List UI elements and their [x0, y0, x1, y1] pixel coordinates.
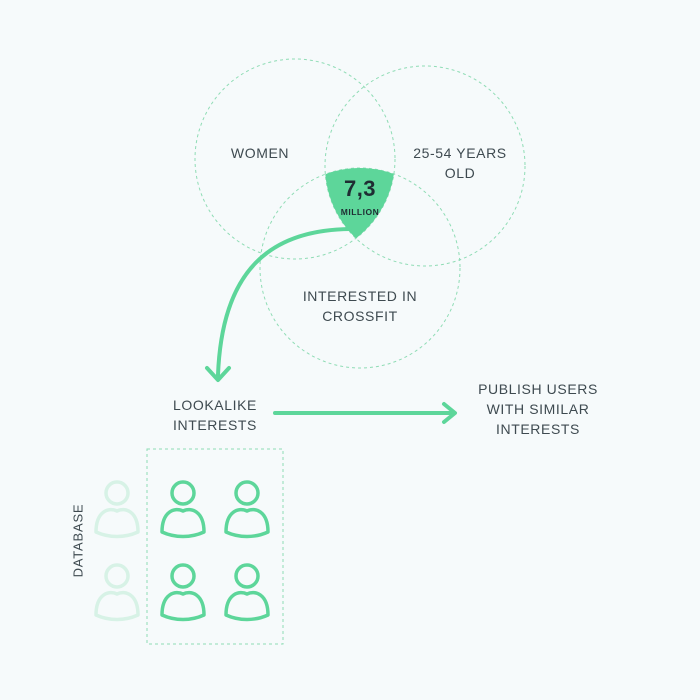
- database-selection-box: [146, 448, 284, 645]
- publish-users-label: PUBLISH USERS WITH SIMILAR INTERESTS: [478, 381, 598, 437]
- intersection-value: 7,3: [343, 176, 377, 201]
- lookalike-interests-label: LOOKALIKE INTERESTS: [173, 397, 257, 433]
- arrow-icon: [442, 402, 457, 424]
- database-label: DATABASE: [70, 503, 86, 578]
- venn-label-women: WOMEN: [230, 145, 290, 161]
- venn-label-age: 25-54 YEARS OLD: [413, 145, 507, 181]
- person-icon: [224, 563, 270, 622]
- person-icon: [160, 480, 206, 539]
- person-icon: [224, 480, 270, 539]
- venn-circle-age: [324, 65, 526, 267]
- person-icon: [94, 563, 140, 622]
- venn-label-crossfit: INTERESTED IN CROSSFIT: [302, 288, 418, 324]
- person-icon: [94, 480, 140, 539]
- arrow-icon: [205, 366, 231, 382]
- curve-arrow-line: [216, 227, 352, 377]
- person-icon: [160, 563, 206, 622]
- intersection-unit: MILLION: [340, 207, 380, 217]
- venn-circle-women: [194, 58, 396, 260]
